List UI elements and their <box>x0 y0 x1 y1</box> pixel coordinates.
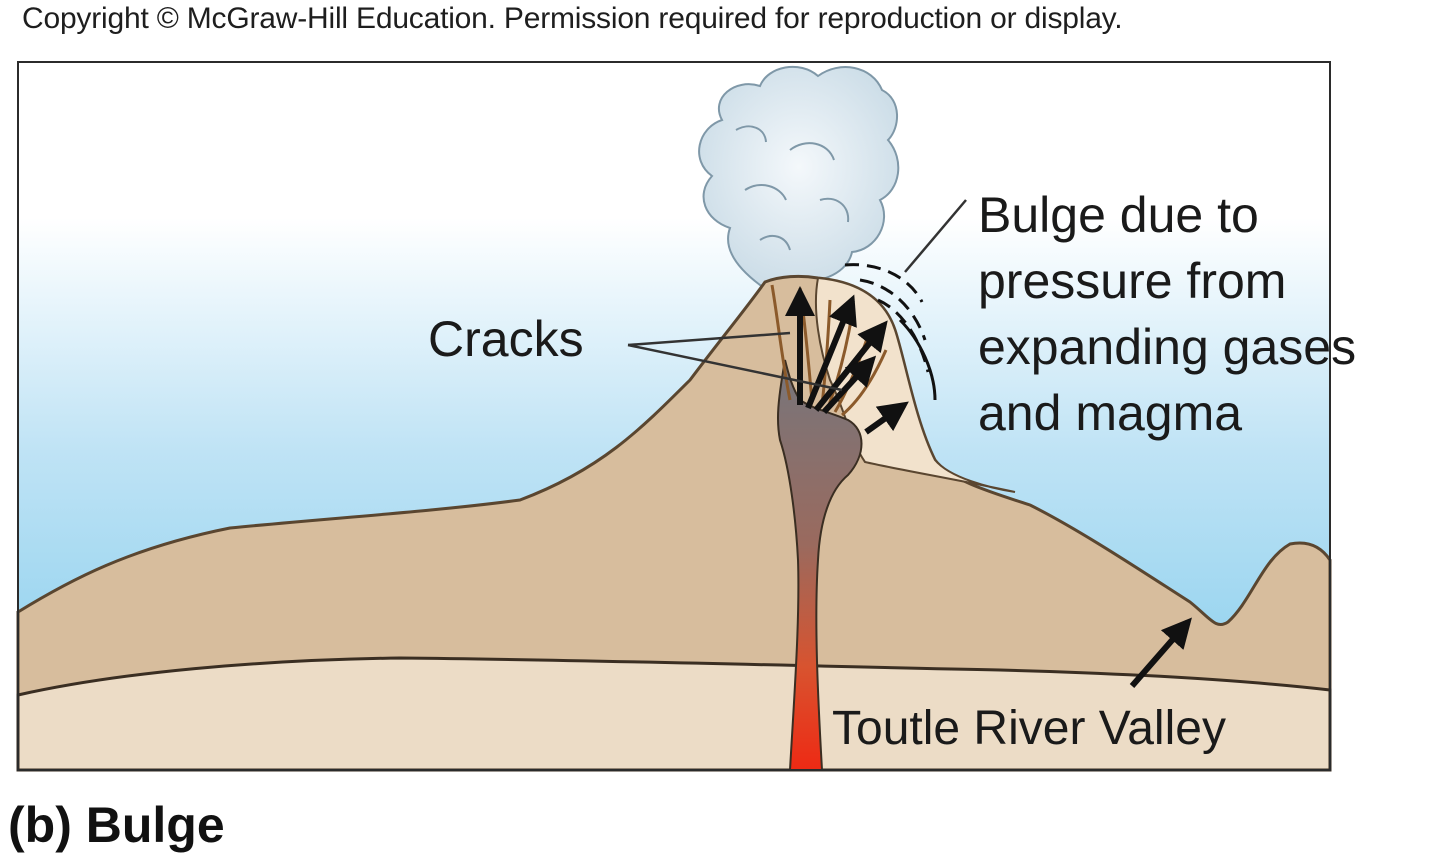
cracks-label: Cracks <box>428 311 584 367</box>
magma-conduit <box>776 359 863 771</box>
copyright-notice: Copyright © McGraw-Hill Education. Permi… <box>22 2 1123 35</box>
bulge-label-line2: pressure from <box>978 253 1287 309</box>
bulge-label-line4: and magma <box>978 385 1243 441</box>
bulge-label-line1: Bulge due to <box>978 187 1259 243</box>
pressure-arrows <box>785 286 1192 688</box>
bulge-label: Bulge due to pressure from expanding gas… <box>978 182 1356 446</box>
diagram-frame <box>17 61 1331 771</box>
leader-lines <box>627 199 967 392</box>
ground-layer <box>16 656 1332 772</box>
bulge-dash-marks <box>844 263 937 401</box>
toutle-river-valley-label: Toutle River Valley <box>832 702 1226 755</box>
bulge-label-line3: expanding gases <box>978 319 1357 375</box>
ash-cloud <box>698 66 900 291</box>
figure-caption: (b) Bulge <box>8 797 225 853</box>
